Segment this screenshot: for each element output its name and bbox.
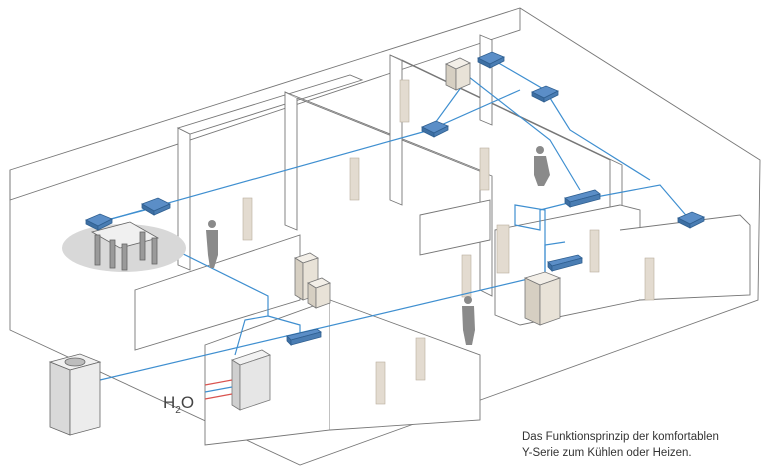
floor-unit-icon	[523, 271, 562, 326]
ceiling-cassette-icon	[531, 85, 559, 103]
interior-walls	[134, 34, 751, 446]
ceiling-cassette-icon	[141, 197, 171, 216]
outdoor-condenser-icon	[48, 353, 102, 436]
ceiling-cassette-icon	[85, 213, 113, 231]
person-icon	[534, 146, 550, 186]
h2o-o: O	[180, 393, 195, 412]
caption: Das Funktionsprinzip der komfortablen Y-…	[522, 429, 762, 461]
caption-line-2: Y-Serie zum Kühlen oder Heizen.	[522, 447, 692, 459]
floor-outline	[9, 7, 761, 466]
ceiling-cassette-icon	[477, 51, 505, 69]
hydro-box-icon	[204, 349, 271, 411]
person-icon	[462, 296, 475, 345]
wall-unit-icon	[564, 189, 601, 208]
caption-line-1: Das Funktionsprinzip der komfortablen	[522, 431, 719, 443]
person-icon	[206, 220, 218, 268]
ceiling-cassette-icon	[421, 120, 449, 138]
h2o-label: H2O	[163, 393, 195, 416]
floor-unit-icon	[294, 252, 331, 309]
floor-unit-icon	[445, 57, 471, 91]
wall-unit-icon	[286, 328, 322, 346]
h2o-h: H	[163, 393, 176, 412]
ceiling-cassette-icon	[677, 211, 705, 229]
doors	[242, 79, 655, 405]
dining-table-icon	[90, 221, 160, 271]
h2o-sub: 2	[175, 405, 181, 416]
wall-unit-icon	[547, 254, 583, 272]
